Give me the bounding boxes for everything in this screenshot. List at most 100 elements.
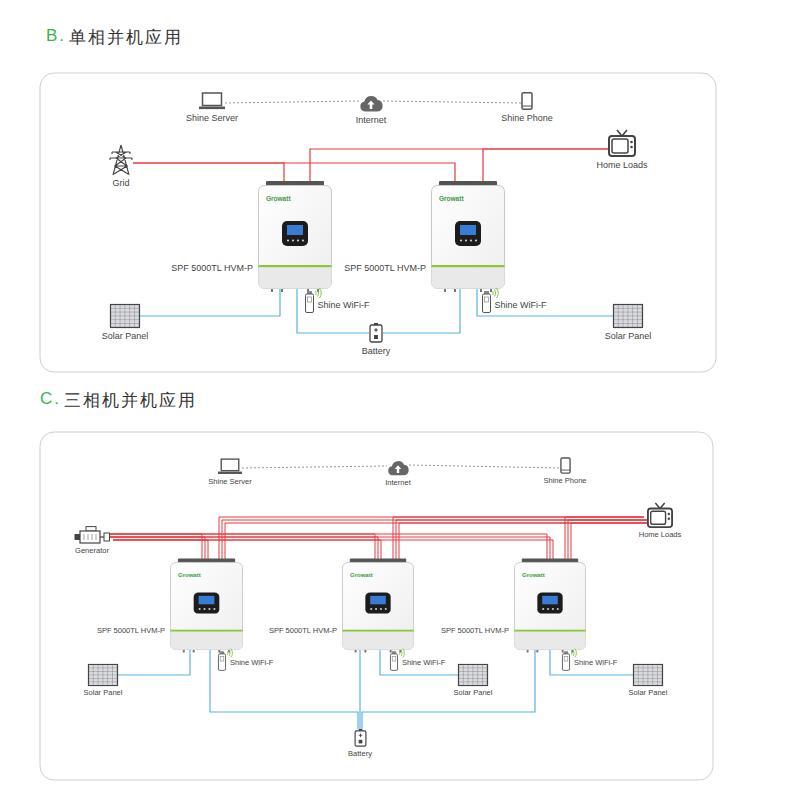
dashed-link — [242, 466, 387, 468]
section-heading: C.三相机并机应用 — [40, 389, 197, 412]
wire — [222, 520, 647, 562]
server-icon: Shine Server — [199, 92, 225, 110]
wifi-dongle-graphic — [305, 291, 314, 313]
power-line — [360, 650, 361, 729]
wire — [396, 520, 647, 562]
wifi-dongle: Shine WiFi-F — [562, 651, 570, 671]
wire — [225, 523, 650, 565]
load-tv-shape — [648, 503, 672, 527]
wire — [140, 289, 280, 316]
device-label: Shine Server — [186, 113, 238, 123]
cloud-icon: Internet — [359, 95, 383, 112]
power-line — [107, 534, 381, 565]
phone-icon: Shine Phone — [560, 457, 571, 474]
solar-panel: Solar Panel — [613, 304, 643, 328]
phone-icon-graphic — [521, 92, 533, 110]
wifi-dongle: Shine WiFi-F — [218, 651, 226, 671]
grid-pylon-shape — [110, 145, 132, 175]
solar-panel-graphic — [613, 304, 643, 328]
solar-panel-shape — [634, 664, 663, 685]
generator-icon-graphic — [74, 526, 110, 544]
solar-panel: Solar Panel — [110, 304, 140, 328]
solar-panel-graphic — [110, 304, 140, 328]
wire — [110, 537, 205, 562]
model-label: SPF 5000TL HVM-P — [171, 263, 253, 273]
device-label: Shine WiFi-F — [495, 300, 547, 310]
section-letter: B. — [46, 26, 66, 49]
wifi-dongle-graphic — [218, 651, 226, 671]
server-icon-shape — [199, 93, 225, 109]
wire — [113, 540, 381, 565]
section-title: 单相并机应用 — [69, 26, 183, 49]
brand-logo: Growatt — [522, 572, 545, 579]
device-label: Battery — [362, 346, 391, 356]
power-line — [477, 289, 613, 316]
data-link — [242, 466, 387, 468]
brand-logo: Growatt — [350, 572, 373, 579]
battery-icon-graphic — [369, 323, 383, 343]
device-label: Battery — [348, 750, 372, 759]
solar-panel-shape — [459, 664, 488, 685]
wifi-dongle: Shine WiFi-F — [305, 291, 314, 313]
power-line — [383, 289, 460, 333]
inverter: GrowattSPF 5000TL HVM-P — [514, 562, 586, 650]
device-label: Solar Panel — [84, 689, 123, 698]
data-link — [225, 101, 359, 103]
model-label: SPF 5000TL HVM-P — [97, 627, 165, 636]
device-label: Internet — [356, 115, 387, 125]
grid-pylon-graphic — [109, 145, 133, 175]
inverter-shape — [259, 181, 332, 292]
generator-icon-shape — [75, 527, 110, 543]
device-label: Solar Panel — [102, 331, 149, 341]
generator-icon: Generator — [74, 526, 110, 544]
wifi-dongle-graphic — [562, 651, 570, 671]
server-icon: Shine Server — [218, 458, 242, 475]
wifi-dongle-graphic — [390, 651, 398, 671]
device-label: Generator — [75, 547, 109, 556]
wire — [210, 650, 358, 729]
wire — [297, 289, 369, 333]
power-line — [133, 163, 284, 185]
device-label: Shine Phone — [501, 113, 553, 123]
inverter-shape — [514, 559, 585, 653]
dashed-link — [383, 101, 521, 103]
solar-panel: Solar Panel — [458, 664, 488, 686]
wifi-dongle: Shine WiFi-F — [390, 651, 398, 671]
battery-icon-shape — [370, 323, 382, 342]
inverter: GrowattSPF 5000TL HVM-P — [431, 185, 505, 289]
load-tv-shape — [609, 130, 635, 156]
power-line — [210, 650, 358, 729]
power-line — [565, 517, 650, 565]
battery-icon-graphic — [354, 729, 367, 747]
wire — [362, 650, 535, 729]
panel-frame — [40, 73, 716, 372]
wire — [383, 289, 460, 333]
dashed-link — [409, 465, 560, 468]
server-icon-shape — [218, 459, 242, 474]
load-tv: Home Loads — [608, 129, 636, 157]
wire — [310, 149, 608, 185]
wire — [107, 534, 202, 559]
wire — [118, 650, 190, 675]
model-label: SPF 5000TL HVM-P — [344, 263, 426, 273]
wifi-dongle-graphic — [482, 291, 491, 313]
dashed-link — [225, 101, 359, 103]
cloud-icon: Internet — [387, 460, 409, 476]
brand-logo: Growatt — [439, 195, 464, 202]
brand-logo: Growatt — [178, 572, 201, 579]
wire — [107, 534, 375, 559]
wire — [110, 537, 550, 562]
phone-icon-graphic — [560, 457, 571, 474]
solar-panel: Solar Panel — [88, 664, 118, 686]
power-line — [393, 517, 650, 565]
wifi-dongle: Shine WiFi-F — [482, 291, 491, 313]
battery-icon: Battery — [354, 729, 367, 747]
cloud-icon-graphic — [387, 460, 409, 476]
inverter-shape — [170, 559, 242, 653]
wire — [483, 149, 608, 185]
brand-logo: Growatt — [266, 195, 291, 202]
power-line — [362, 650, 535, 729]
cloud-icon-graphic — [359, 95, 383, 112]
device-label: Home Loads — [639, 531, 682, 540]
